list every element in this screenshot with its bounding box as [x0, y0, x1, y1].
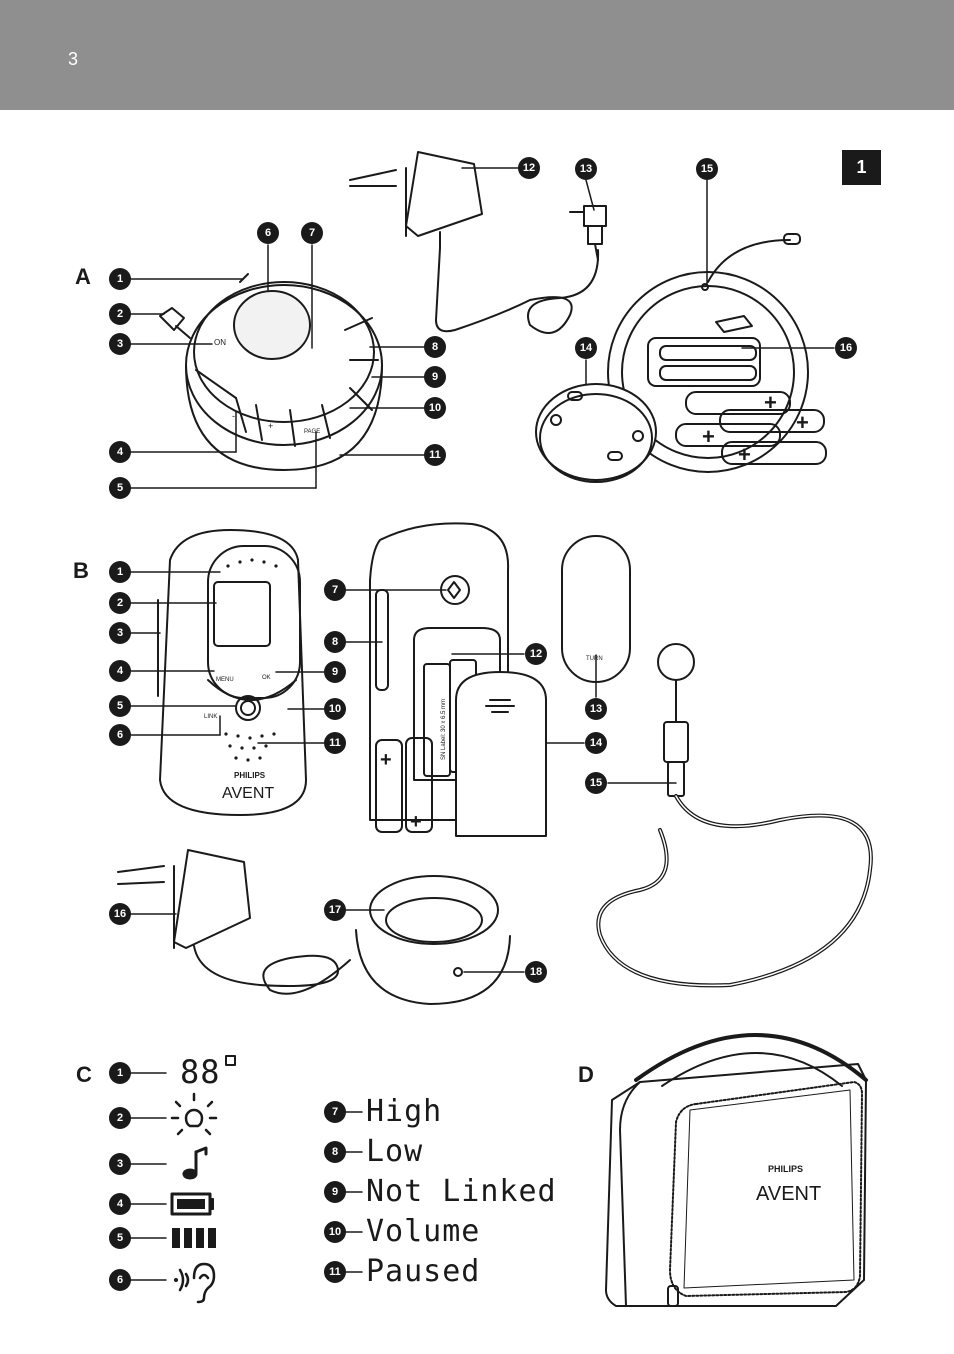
callout-b-12: 12 [525, 643, 547, 665]
lcd-word-paused: Paused [366, 1254, 481, 1289]
callout-a-5: 5 [109, 477, 131, 499]
callout-b-10: 10 [324, 698, 346, 720]
callout-b-3: 3 [109, 622, 131, 644]
carry-bag [605, 1033, 868, 1307]
neck-strap [596, 643, 873, 988]
callout-c-6: 6 [109, 1269, 131, 1291]
callout-a-15: 15 [696, 158, 718, 180]
lcd-digits: 88 [180, 1053, 221, 1091]
lcd-word-low: Low [366, 1134, 424, 1169]
callout-b-6: 6 [109, 724, 131, 746]
lcd-word-not-linked: Not Linked [366, 1174, 557, 1209]
callout-b-11: 11 [324, 732, 346, 754]
battery-plus-b2: + [410, 811, 422, 833]
callout-b-1: 1 [109, 561, 131, 583]
lcd-word-volume: Volume [366, 1214, 481, 1249]
ear-sound-icon [174, 1262, 216, 1304]
header-bar: 3 [0, 0, 954, 110]
turn-label: TURN [586, 656, 603, 662]
lcd-word-high: High [366, 1094, 443, 1129]
callout-a-2: 2 [109, 303, 131, 325]
link-label: LINK [204, 714, 217, 720]
callout-a-10: 10 [424, 397, 446, 419]
callout-b-2: 2 [109, 592, 131, 614]
section-b-letter: B [73, 558, 89, 583]
baby-unit-back [607, 233, 827, 473]
callout-a-7: 7 [301, 222, 323, 244]
battery-cover-a [535, 383, 657, 483]
page-number: 3 [68, 49, 79, 69]
callout-c-2: 2 [109, 1107, 131, 1129]
callout-b-14: 14 [585, 732, 607, 754]
minus-label: - [232, 411, 235, 421]
brand-avent-b: AVENT [222, 785, 274, 802]
callout-c-10: 10 [324, 1221, 346, 1243]
callout-a-12: 12 [518, 157, 540, 179]
callout-b-16: 16 [109, 903, 131, 925]
parent-unit-back [369, 522, 547, 837]
section-c-letter: C [76, 1062, 92, 1087]
callout-b-8: 8 [324, 631, 346, 653]
callout-a-14: 14 [575, 337, 597, 359]
callout-a-9: 9 [424, 366, 446, 388]
callout-b-17: 17 [324, 899, 346, 921]
callout-a-1: 1 [109, 268, 131, 290]
callout-b-9: 9 [324, 661, 346, 683]
section-d-letter: D [578, 1062, 594, 1087]
brand-philips-d: PHILIPS [768, 1164, 803, 1174]
callout-c-3: 3 [109, 1153, 131, 1175]
power-adapter-b [117, 849, 351, 995]
callout-a-13: 13 [575, 158, 597, 180]
callout-b-15: 15 [585, 772, 607, 794]
callout-a-8: 8 [424, 336, 446, 358]
callout-c-7: 7 [324, 1101, 346, 1123]
brand-avent-d: AVENT [756, 1183, 821, 1205]
callout-a-3: 3 [109, 333, 131, 355]
callout-a-11: 11 [424, 444, 446, 466]
music-note-icon [182, 1146, 208, 1180]
callout-c-4: 4 [109, 1193, 131, 1215]
light-icon [170, 1092, 218, 1136]
battery-label-text: SN Label: 30 x 6.5 mm [441, 699, 447, 760]
ok-label: OK [262, 675, 271, 681]
callout-b-4: 4 [109, 660, 131, 682]
callout-b-18: 18 [525, 961, 547, 983]
dc-plug [569, 205, 607, 261]
callout-b-5: 5 [109, 695, 131, 717]
callout-b-13: 13 [585, 698, 607, 720]
battery-plus-3: + [702, 424, 715, 449]
charging-cradle [355, 875, 511, 1005]
callout-c-5: 5 [109, 1227, 131, 1249]
power-adapter-a [349, 151, 600, 334]
section-a-letter: A [75, 264, 91, 289]
sensor-pad [561, 535, 631, 683]
battery-plus-4: + [738, 442, 751, 467]
callout-a-6: 6 [257, 222, 279, 244]
plus-label: + [268, 421, 273, 431]
callout-c-9: 9 [324, 1181, 346, 1203]
speaker-dots [224, 558, 278, 762]
battery-plus-b1: + [380, 749, 392, 771]
baby-unit-front [159, 273, 383, 471]
callout-a-4: 4 [109, 441, 131, 463]
figure-badge: 1 [842, 150, 881, 185]
callout-c-1: 1 [109, 1062, 131, 1084]
signal-bars-icon [172, 1228, 216, 1248]
battery-icon [170, 1192, 214, 1216]
callout-b-7: 7 [324, 579, 346, 601]
callout-c-11: 11 [324, 1261, 346, 1283]
brand-philips-b: PHILIPS [234, 771, 266, 780]
on-label: ON [214, 338, 226, 347]
lcd-digits-icon [225, 1055, 236, 1066]
menu-label: MENU [216, 677, 234, 683]
callout-a-16: 16 [835, 337, 857, 359]
callout-c-8: 8 [324, 1141, 346, 1163]
battery-plus-2: + [796, 410, 809, 435]
parent-unit-front [157, 529, 307, 816]
page-label: PAGE [304, 429, 320, 435]
battery-plus-1: + [764, 390, 777, 415]
